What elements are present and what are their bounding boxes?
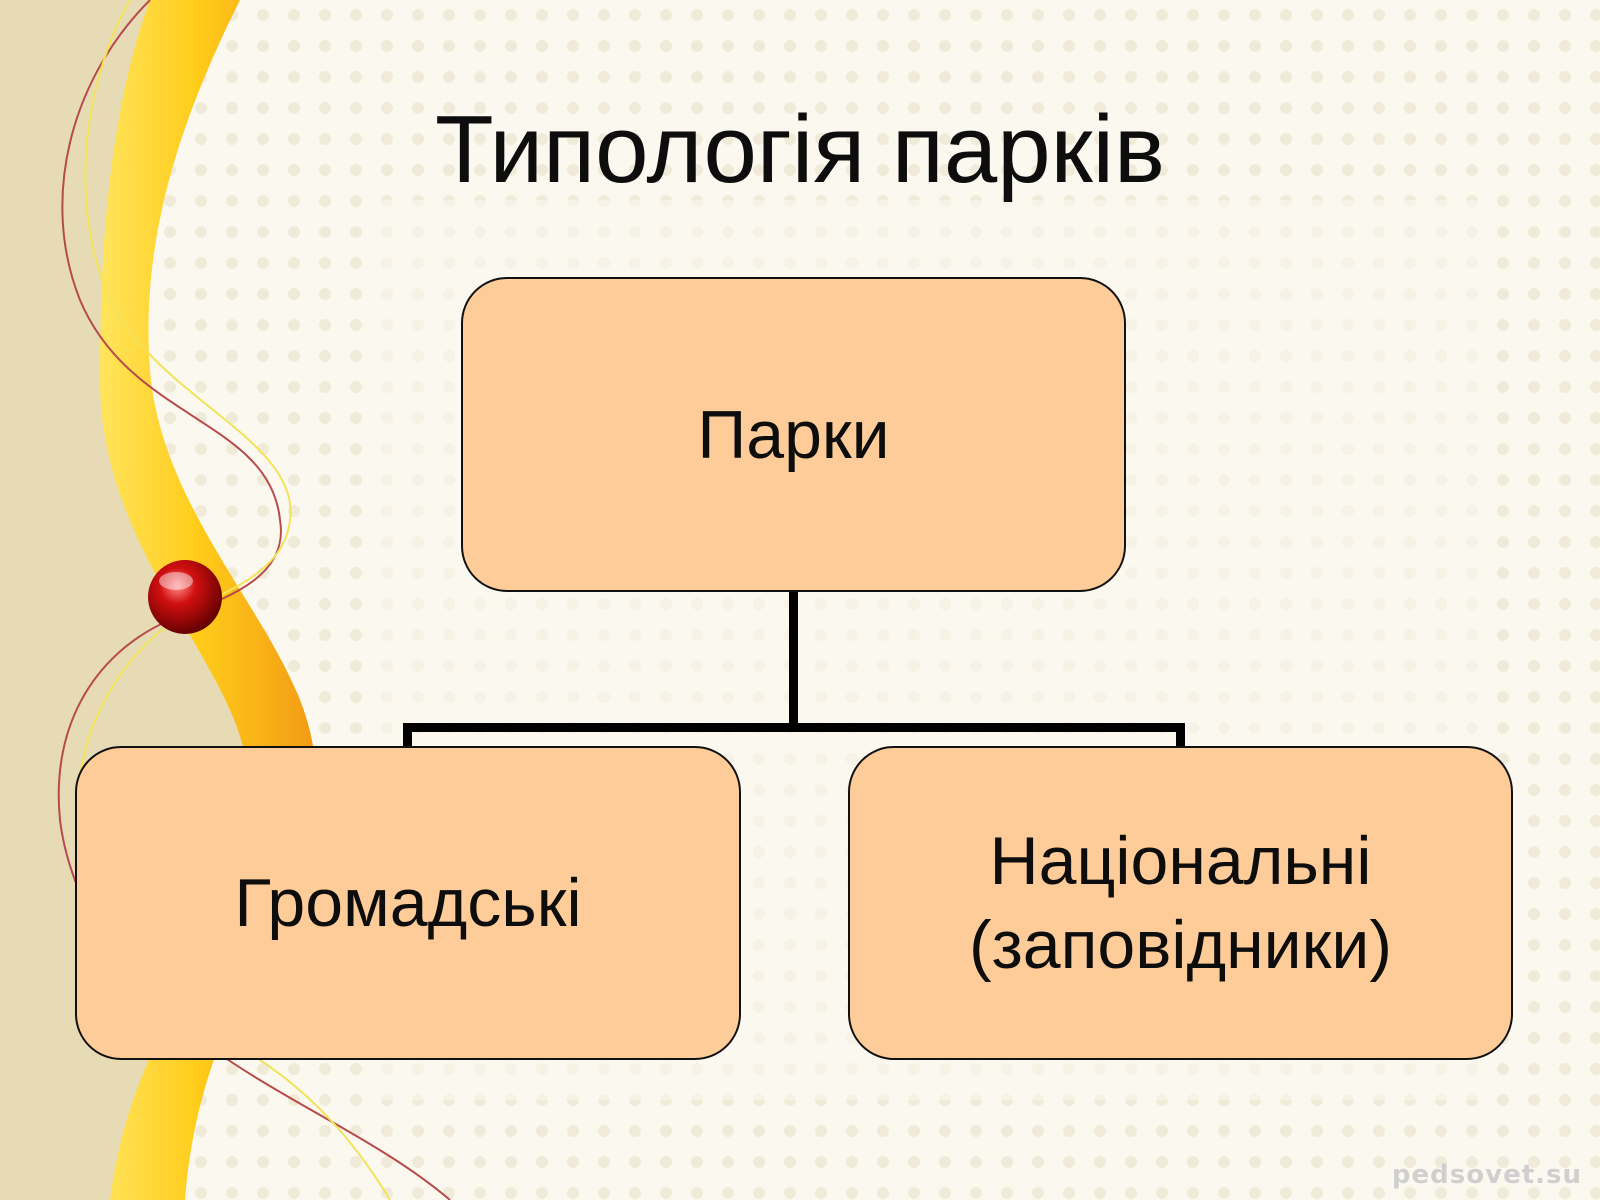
node-national-parks: Національні (заповідники) <box>848 746 1513 1060</box>
red-bead-icon <box>148 560 222 634</box>
node-public-parks-label: Громадські <box>234 865 582 941</box>
node-public-parks: Громадські <box>75 746 741 1060</box>
watermark: pedsovet.su <box>1391 1160 1582 1190</box>
connector-right-drop <box>1176 723 1185 747</box>
node-national-parks-label-line1: Національні <box>989 823 1372 899</box>
connector-vertical <box>789 592 798 730</box>
node-parks: Парки <box>461 277 1126 592</box>
node-parks-label: Парки <box>697 396 890 473</box>
connector-horizontal <box>403 723 1185 732</box>
slide-title: Типологія парків <box>435 96 1165 203</box>
connector-left-drop <box>403 723 412 747</box>
node-national-parks-label-line2: (заповідники) <box>968 907 1393 983</box>
